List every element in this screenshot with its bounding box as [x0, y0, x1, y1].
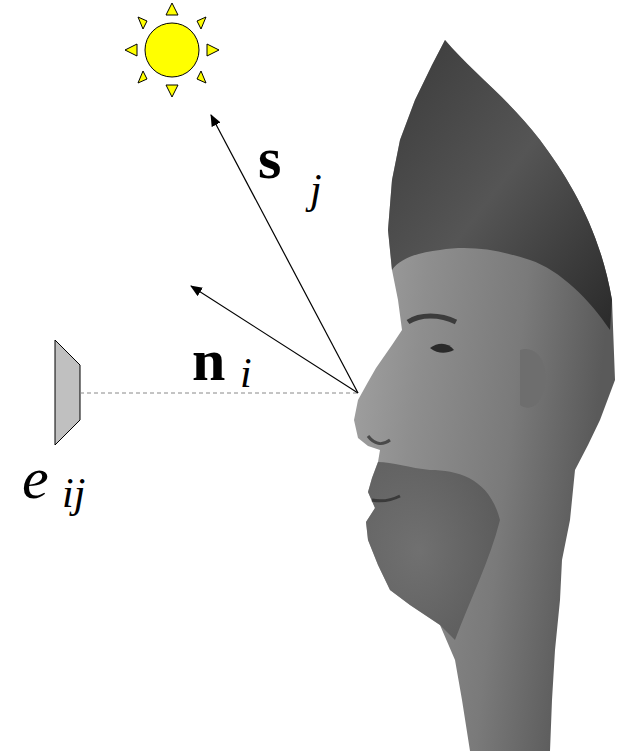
camera-symbol: [55, 340, 80, 445]
sensor-subscript: ij: [62, 472, 85, 514]
light-vector: [211, 115, 358, 393]
sun-symbol: [125, 3, 219, 97]
vector-subscript: i: [240, 352, 252, 394]
normal-vector: [191, 286, 358, 393]
vector-symbol: n: [192, 330, 225, 390]
view-line: [80, 393, 357, 394]
sensor-symbol: e: [22, 448, 49, 508]
vector-subscript: j: [310, 168, 322, 210]
face-picture: [354, 40, 615, 751]
vector-symbol: s: [258, 128, 281, 188]
